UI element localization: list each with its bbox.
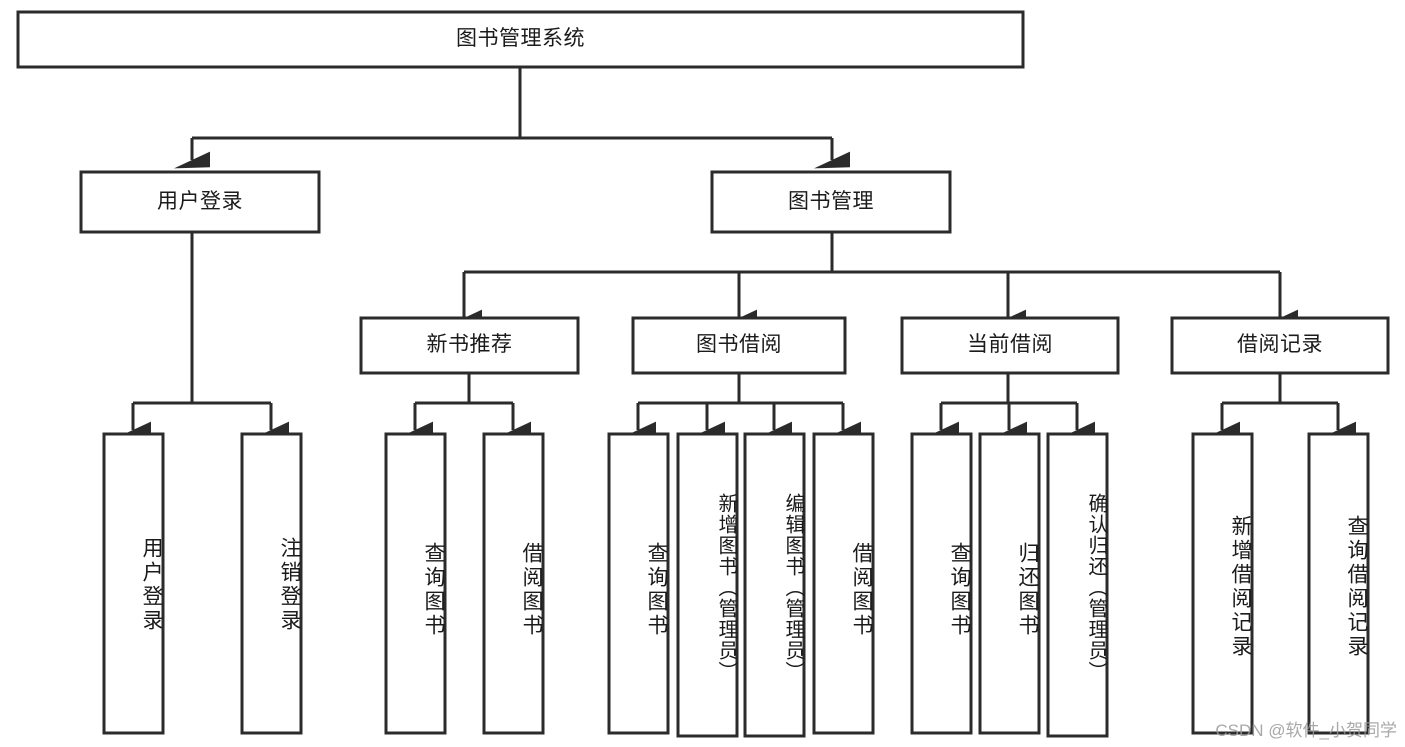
edges-book-manage-to-submodules [446,232,1298,327]
node-box-user-login[interactable] [79,170,321,234]
node-box-new-book-rec[interactable] [359,316,580,375]
node-box-leaf-return-book[interactable] [978,432,1041,735]
node-box-leaf-add-record[interactable] [1191,432,1254,735]
node-box-borrow-record[interactable] [1170,316,1390,375]
node-box-current-borrow[interactable] [900,316,1120,375]
node-box-leaf-borrow-book-2[interactable] [812,432,875,735]
csdn-watermark: CSDN @软件_小贺同学 [1215,721,1397,740]
node-box-book-manage[interactable] [710,170,952,234]
edges-root-to-modules [174,67,850,169]
edges-borrow-record-to-leaves [1204,373,1356,439]
edges-user-login-to-leaves [115,232,289,439]
node-box-leaf-confirm-return[interactable] [1046,432,1109,738]
node-box-leaf-query-book-2[interactable] [607,432,670,735]
edges-book-borrow-to-leaves [620,373,861,439]
node-box-leaf-query-book-1[interactable] [384,432,447,735]
edges-current-borrow-to-leaves [923,373,1095,439]
node-box-root[interactable] [16,10,1025,69]
node-box-leaf-query-record[interactable] [1307,432,1370,735]
node-box-leaf-add-book[interactable] [676,432,739,738]
node-box-book-borrow[interactable] [631,316,847,375]
node-box-leaf-query-book-3[interactable] [910,432,973,735]
edges-new-book-rec-to-leaves [397,373,531,439]
node-box-leaf-logout[interactable] [240,432,303,735]
node-box-leaf-user-login[interactable] [102,432,165,735]
node-box-leaf-borrow-book-1[interactable] [482,432,545,735]
node-box-leaf-edit-book[interactable] [743,432,806,738]
